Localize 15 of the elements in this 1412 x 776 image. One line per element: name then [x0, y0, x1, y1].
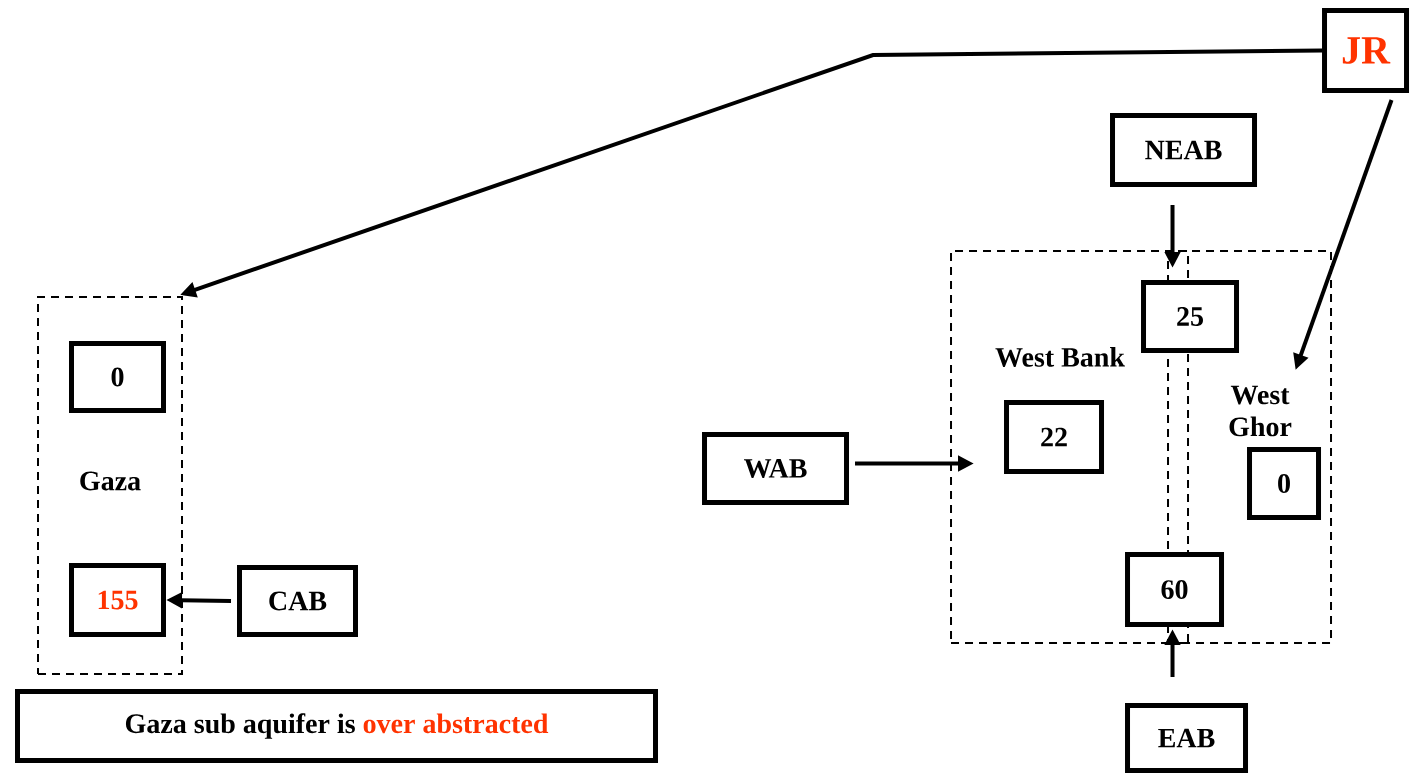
region-label: Gaza	[80, 471, 141, 491]
region-label: West Ghor	[1229, 385, 1292, 437]
value-box: JR	[1322, 8, 1409, 93]
region-label: West Bank	[995, 347, 1125, 367]
value-box: WAB	[702, 432, 849, 505]
note-box: Gaza sub aquifer is over abstracted	[15, 689, 658, 763]
value-box: NEAB	[1110, 113, 1257, 187]
value-box: 22	[1004, 400, 1104, 474]
value-box: 155	[69, 563, 166, 637]
value-box: 0	[69, 341, 166, 413]
value-box: 60	[1125, 552, 1224, 627]
value-box: CAB	[237, 565, 358, 637]
value-box: 0	[1247, 447, 1321, 520]
value-box: EAB	[1125, 703, 1248, 773]
value-box: 25	[1141, 280, 1239, 353]
